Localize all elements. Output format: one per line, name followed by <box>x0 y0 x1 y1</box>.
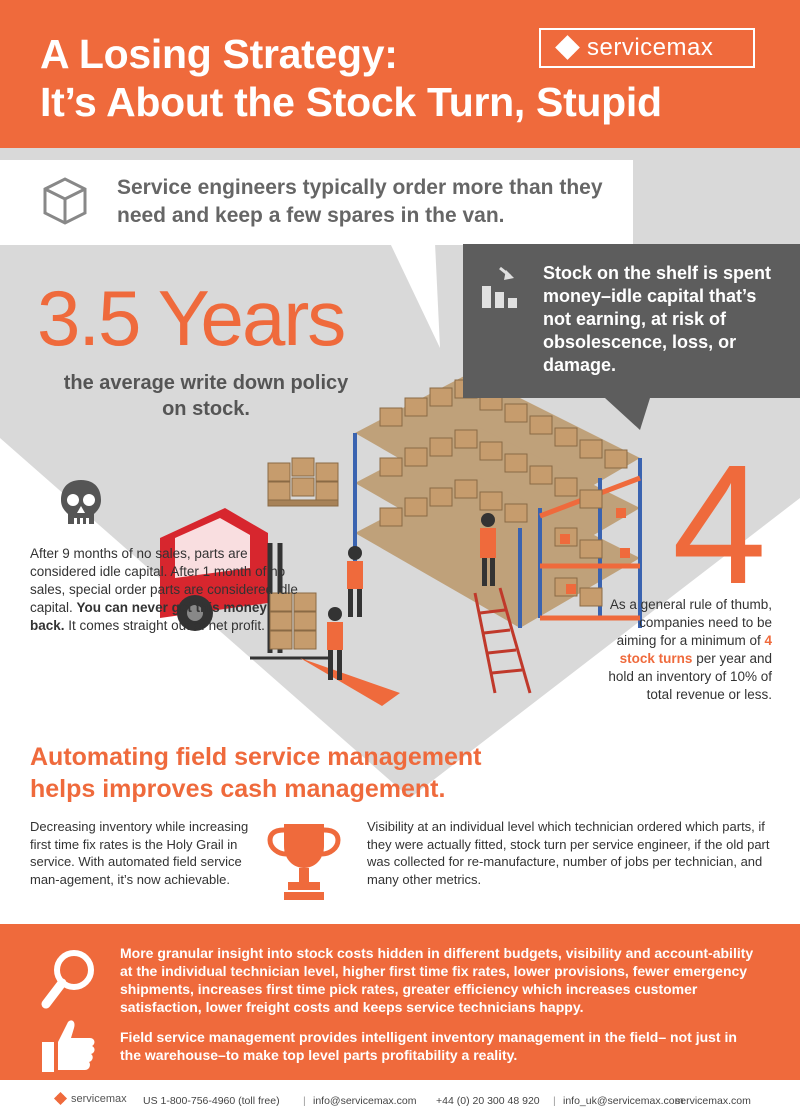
workers <box>327 513 496 680</box>
brand-name: servicemax <box>587 34 714 61</box>
conclusion-text: Field service management provides intell… <box>120 1029 737 1063</box>
skull-icon <box>61 480 101 524</box>
shelf-text: Stock on the shelf is spent money–idle c… <box>543 263 772 375</box>
automation-headline-line-2: helps improves cash management. <box>30 775 446 803</box>
write-down-value: 3.5 Years <box>37 274 346 362</box>
servicemax-logo-icon <box>555 35 580 60</box>
automation-headline-line-1: Automating field service management <box>30 743 482 771</box>
magnifier-icon <box>41 950 94 1009</box>
shelf-callout: Stock on the shelf is spent money–idle c… <box>463 244 800 398</box>
idle-capital-body: After 9 months of no sales, parts are co… <box>30 546 298 615</box>
brand-logo[interactable]: servicemax <box>539 28 755 68</box>
forklift <box>160 508 330 660</box>
bar-chart-icon <box>482 266 517 308</box>
lead-callout: Service engineers typically order more t… <box>0 160 633 245</box>
warehouse-scene <box>0 148 800 924</box>
footer-logo[interactable]: servicemax <box>53 1091 127 1106</box>
stock-turns-text: As a general rule of thumb, companies ne… <box>600 596 772 704</box>
uk-email[interactable]: info_uk@servicemax.com <box>563 1095 684 1107</box>
box-icon <box>43 177 87 225</box>
footer-brand: servicemax <box>71 1093 127 1105</box>
footer-separator: | <box>303 1095 306 1107</box>
idle-capital-emphasis: You can never get this money back. <box>30 600 267 633</box>
title-line-1: A Losing Strategy: <box>40 31 398 77</box>
automation-headline: Automating field service management help… <box>30 741 570 805</box>
lead-text: Service engineers typically order more t… <box>117 176 603 227</box>
stock-turns-highlight: 4 stock turns <box>619 633 772 666</box>
footer-email[interactable]: info@servicemax.com <box>313 1095 417 1107</box>
ladder <box>473 587 532 694</box>
visibility-text: Visibility at an individual level which … <box>367 819 770 887</box>
stock-turns-body: As a general rule of thumb, companies ne… <box>609 597 772 648</box>
uk-phone[interactable]: +44 (0) 20 300 48 920 <box>436 1095 540 1107</box>
footer-separator: | <box>553 1095 556 1107</box>
holy-grail-text: Decreasing inventory while increasing fi… <box>30 819 249 887</box>
website-link[interactable]: servicemax.com <box>675 1095 751 1107</box>
idle-capital-tail: It comes straight out of net profit. <box>68 618 265 633</box>
page-title: A Losing Strategy: It’s About the Stock … <box>40 30 662 126</box>
servicemax-mini-logo-icon <box>53 1091 68 1106</box>
stock-turns-number: 4 <box>672 430 767 620</box>
trophy-icon <box>267 824 341 900</box>
footer: servicemax US 1-800-756-4960 (toll free)… <box>0 1084 800 1120</box>
header-banner: A Losing Strategy: It’s About the Stock … <box>0 0 800 148</box>
stock-turns-tail: per year and hold an inventory of 10% of… <box>608 651 772 702</box>
us-phone[interactable]: US 1-800-756-4960 (toll free) <box>143 1095 280 1107</box>
title-line-2: It’s About the Stock Turn, Stupid <box>40 79 662 125</box>
write-down-caption: the average write down policy on stock. <box>63 372 349 420</box>
thumbs-up-icon <box>42 1020 95 1072</box>
benefits-text: More granular insight into stock costs h… <box>120 945 754 1015</box>
shelf-racks <box>353 373 642 628</box>
pallet-boxes <box>267 457 339 507</box>
benefits-band: More granular insight into stock costs h… <box>0 924 800 1080</box>
idle-capital-text: After 9 months of no sales, parts are co… <box>30 545 300 635</box>
